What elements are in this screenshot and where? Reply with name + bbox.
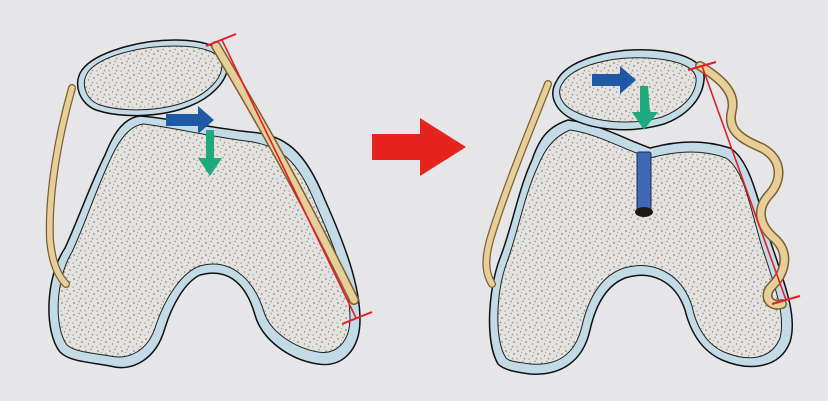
implant-peg-end [635, 207, 653, 217]
implant-peg [637, 152, 651, 212]
